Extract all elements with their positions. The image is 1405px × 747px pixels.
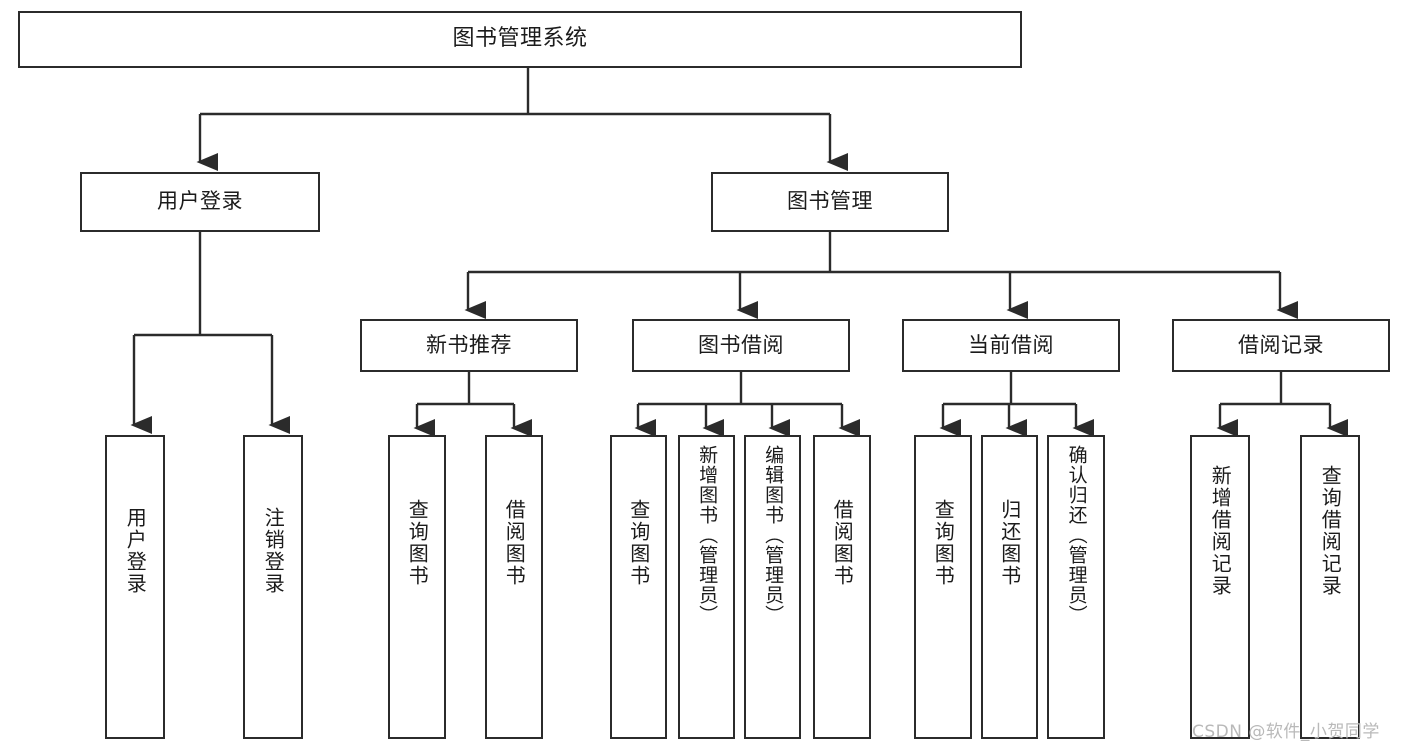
node-current-borrow[interactable]: 当前借阅 [902, 319, 1120, 372]
node-book-borrow-label: 图书借阅 [698, 332, 784, 357]
leaf-confirm-return[interactable]: 确认归还（管理员） [1047, 435, 1105, 739]
node-new-book-recommend[interactable]: 新书推荐 [360, 319, 578, 372]
leaf-query-book-1-label: 查询图书 [405, 499, 430, 587]
leaf-borrow-book-1-label: 借阅图书 [502, 499, 527, 587]
leaf-query-book-3-label: 查询图书 [931, 499, 956, 587]
leaf-query-record-label: 查询借阅记录 [1318, 465, 1343, 597]
node-new-book-recommend-label: 新书推荐 [426, 332, 512, 357]
node-current-borrow-label: 当前借阅 [968, 332, 1054, 357]
node-user-login[interactable]: 用户登录 [80, 172, 320, 232]
leaf-user-logout-label: 注销登录 [261, 507, 286, 595]
leaf-borrow-book-1[interactable]: 借阅图书 [485, 435, 543, 739]
leaf-add-book-label: 新增图书（管理员） [696, 445, 719, 625]
node-user-login-label: 用户登录 [157, 189, 243, 214]
leaf-edit-book-label: 编辑图书（管理员） [762, 445, 785, 625]
leaf-return-book[interactable]: 归还图书 [981, 435, 1038, 739]
node-book-borrow[interactable]: 图书借阅 [632, 319, 850, 372]
leaf-add-record[interactable]: 新增借阅记录 [1190, 435, 1250, 739]
node-root-label: 图书管理系统 [452, 26, 588, 52]
leaf-user-logout[interactable]: 注销登录 [243, 435, 303, 739]
leaf-query-book-2[interactable]: 查询图书 [610, 435, 667, 739]
leaf-user-login-label: 用户登录 [123, 507, 148, 595]
leaf-confirm-return-label: 确认归还（管理员） [1065, 445, 1088, 625]
csdn-watermark: CSDN @软件_小贺同学 [1192, 722, 1380, 742]
leaf-edit-book[interactable]: 编辑图书（管理员） [744, 435, 801, 739]
leaf-add-book[interactable]: 新增图书（管理员） [678, 435, 735, 739]
leaf-user-login[interactable]: 用户登录 [105, 435, 165, 739]
leaf-add-record-label: 新增借阅记录 [1208, 465, 1233, 597]
node-borrow-record-label: 借阅记录 [1238, 332, 1324, 357]
leaf-query-book-3[interactable]: 查询图书 [914, 435, 972, 739]
node-borrow-record[interactable]: 借阅记录 [1172, 319, 1390, 372]
node-root[interactable]: 图书管理系统 [18, 11, 1022, 68]
node-book-manage-label: 图书管理 [787, 189, 873, 214]
leaf-return-book-label: 归还图书 [997, 499, 1022, 587]
leaf-borrow-book-2[interactable]: 借阅图书 [813, 435, 871, 739]
leaf-query-book-2-label: 查询图书 [626, 499, 651, 587]
leaf-query-record[interactable]: 查询借阅记录 [1300, 435, 1360, 739]
node-book-manage[interactable]: 图书管理 [711, 172, 949, 232]
leaf-borrow-book-2-label: 借阅图书 [830, 499, 855, 587]
leaf-query-book-1[interactable]: 查询图书 [388, 435, 446, 739]
